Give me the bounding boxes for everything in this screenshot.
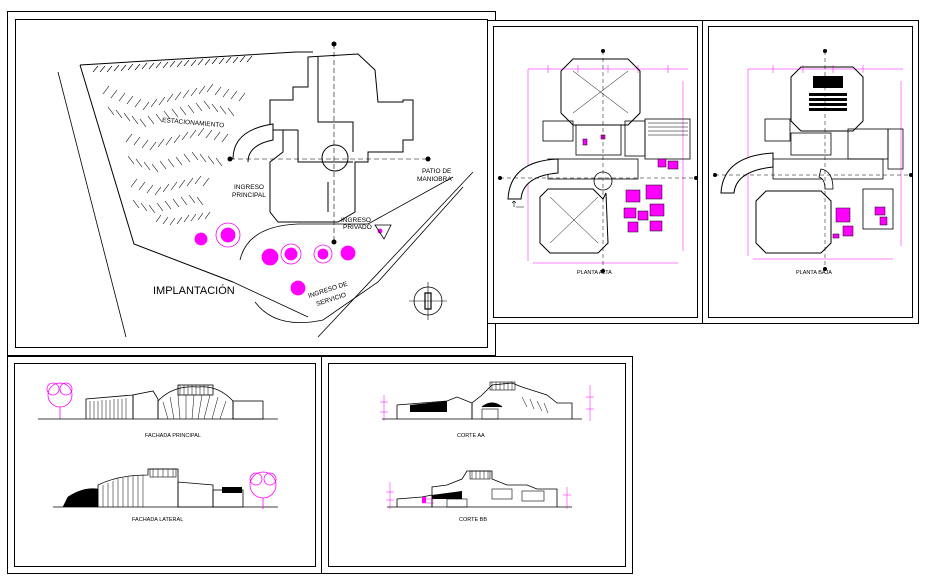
upper-floor-title: PLANTA ALTA	[577, 270, 612, 276]
site-plan-sheet: ESTACIONAMIENTO INGRESO PRINCIPAL INGRES…	[7, 11, 496, 356]
main-facade-title: FACHADA PRINCIPAL	[145, 433, 201, 439]
side-facade: FACHADA LATERAL	[53, 468, 278, 523]
main-entry-label: INGRESO	[234, 184, 264, 191]
side-facade-title: FACHADA LATERAL	[132, 517, 183, 523]
sections-sheet: CORTE AA CORTE BB	[321, 356, 633, 574]
elevations-sheet: FACHADA PRINCIPAL	[7, 356, 323, 574]
section-aa: CORTE AA	[380, 381, 594, 439]
patio-label: PATIO DE	[422, 168, 452, 175]
private-entry-label: INGRESO	[341, 217, 371, 224]
tree-symbol-2	[249, 471, 277, 509]
upper-floor-frame	[493, 26, 698, 318]
tree-symbols	[194, 222, 383, 296]
sections-frame	[328, 363, 626, 567]
section-aa-title: CORTE AA	[457, 433, 485, 439]
sections-drawing: CORTE AA CORTE BB	[380, 381, 594, 523]
patio-label-2: MANIOBRA	[417, 176, 452, 183]
ground-floor-sheet: PLANTA BAJA	[702, 20, 919, 324]
site-plan-drawing: ESTACIONAMIENTO INGRESO PRINCIPAL INGRES…	[57, 41, 474, 338]
site-plan-title: IMPLANTACIÓN	[153, 284, 235, 297]
elevations-frame	[14, 363, 316, 567]
upper-floor-sheet: PLANTA ALTA	[487, 20, 704, 324]
ground-floor-frame	[708, 26, 913, 318]
main-entry-label-2: PRINCIPAL	[232, 192, 266, 199]
ground-floor-title: PLANTA BAJA	[796, 270, 832, 276]
main-facade: FACHADA PRINCIPAL	[38, 382, 278, 439]
upper-floor-drawing: PLANTA ALTA	[498, 49, 698, 276]
ground-floor-drawing: PLANTA BAJA	[713, 49, 913, 276]
section-bb: CORTE BB	[386, 470, 572, 523]
parking-label: ESTACIONAMIENTO	[162, 117, 225, 129]
north-arrow-icon	[409, 282, 447, 320]
elevations-drawing: FACHADA PRINCIPAL	[38, 382, 278, 523]
private-entry-label-2: PRIVADO	[343, 224, 372, 231]
tree-symbol	[46, 382, 73, 419]
section-bb-title: CORTE BB	[459, 517, 487, 523]
